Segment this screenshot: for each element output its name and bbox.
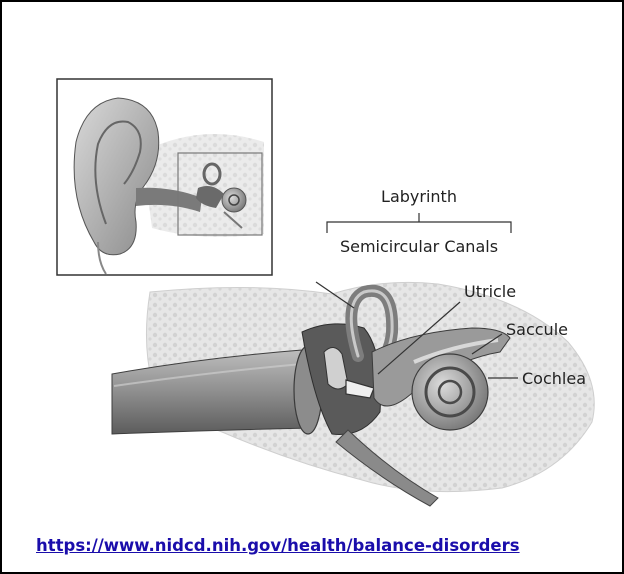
cochlea-shell bbox=[412, 354, 488, 430]
inner-ear-diagram: Labyrinth Semicircular Canals Utricle Sa… bbox=[2, 2, 622, 522]
label-utricle: Utricle bbox=[464, 282, 516, 301]
source-link[interactable]: https://www.nidcd.nih.gov/health/balance… bbox=[36, 536, 520, 555]
label-labyrinth: Labyrinth bbox=[381, 187, 457, 206]
label-semicircular-canals: Semicircular Canals bbox=[340, 237, 498, 256]
main-illustration bbox=[112, 282, 594, 506]
ear-canal bbox=[112, 350, 314, 434]
label-cochlea: Cochlea bbox=[522, 369, 586, 388]
label-saccule: Saccule bbox=[506, 320, 568, 339]
labyrinth-bracket bbox=[327, 213, 511, 233]
inset-overview bbox=[57, 79, 272, 275]
